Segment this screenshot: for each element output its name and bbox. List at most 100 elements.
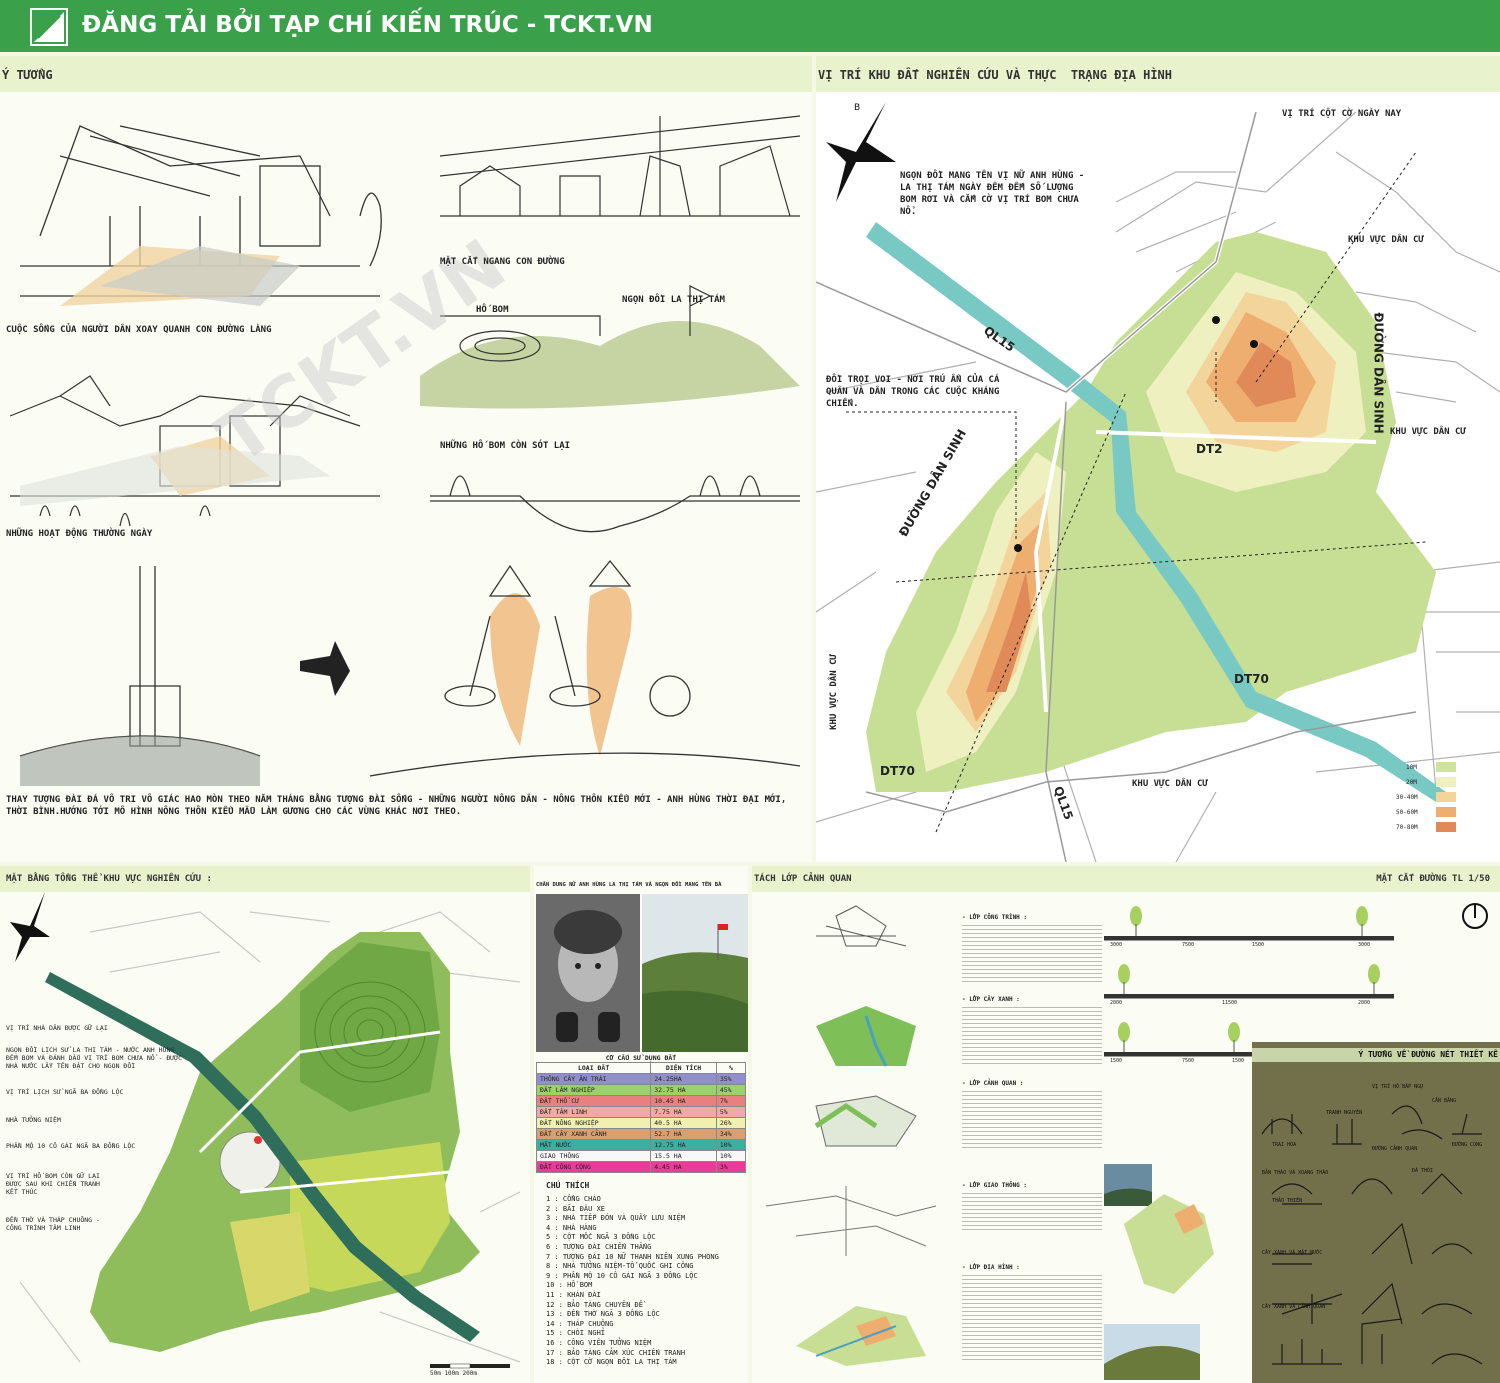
caption-daily-activities: NHỮNG HOẠT ĐỘNG THƯỜNG NGÀY [6, 529, 153, 539]
caption-road-section: MẶT CẮT NGANG CON ĐƯỜNG [440, 257, 565, 267]
caption-village-life: CUỘC SỐNG CỦA NGƯỜI DÂN XOAY QUANH CON Đ… [6, 325, 272, 335]
site-header: VỊ TRÍ KHU ĐẤT NGHIÊN CỨU VÀ THỰC TRẠNG … [816, 56, 1500, 92]
elevation-legend [1436, 762, 1456, 832]
layer-text-buildings [962, 922, 1102, 982]
layer-label-landscape: - LỚP CẢNH QUAN : [962, 1080, 1024, 1087]
list-item: 7 : TƯỢNG ĐÀI 10 NỮ THANH NIÊN XUNG PHON… [546, 1252, 719, 1261]
scale-label: 50m 100m 200m [430, 1370, 477, 1377]
portrait-caption: CHÂN DUNG NỮ ANH HÙNG LA THỊ TÁM VÀ NGỌN… [536, 882, 722, 888]
elev-label-70: 70-80M [1396, 824, 1418, 831]
road-dt70-east: DT70 [1234, 672, 1269, 686]
concept-label-7: ĐƯỜNG CẢNH QUAN [1372, 1146, 1418, 1152]
list-item: 18 : CỘT CỜ NGỌN ĐỒI LA THỊ TÁM [546, 1358, 677, 1367]
section-north-icon [1462, 903, 1488, 929]
legend-title: CHÚ THÍCH [546, 1181, 590, 1190]
layers-header: TÁCH LỚP CẢNH QUAN MẶT CẮT ĐƯỜNG TL 1/50 [752, 866, 1500, 892]
concept-label-3: TRAI HÓA [1272, 1142, 1297, 1148]
concept-label-8: THẢO THIÊN [1272, 1198, 1303, 1204]
concept-label-9: CÂY XANH VÀ MẶT NƯỚC [1262, 1250, 1323, 1256]
area-residential-ne: KHU VỰC DÂN CƯ [1348, 235, 1424, 245]
dim-3c: 1500 [1232, 1058, 1245, 1064]
dim-3b: 7500 [1182, 1058, 1195, 1064]
road-sections [1104, 906, 1394, 1380]
list-item: 3 : NHÀ TIẾP ĐÓN VÀ QUẦY LƯU NIỆM [546, 1214, 686, 1223]
idea-sketches: TCKT.VN [9, 115, 801, 786]
landuse-col-type: LOẠI ĐẤT [535, 1062, 652, 1074]
concept-label-10: CÂY XANH VÀ CẢNH QUAN [1262, 1304, 1326, 1310]
list-item: 8 : NHÀ TƯỞNG NIỆM-TỔ QUỐC GHI CÔNG [546, 1262, 694, 1271]
road-dan-sinh-east: ĐƯỜNG DÂN SINH [1371, 312, 1386, 434]
list-item: 17 : BẢO TÀNG CẢM XÚC CHIẾN TRANH [546, 1348, 686, 1357]
masterplan-north-arrow-icon [10, 892, 50, 962]
list-item: 2 : BÃI ĐẬU XE [546, 1204, 606, 1213]
site-heading: VỊ TRÍ KHU ĐẤT NGHIÊN CỨU VÀ THỰC TRẠNG … [818, 68, 1173, 82]
elev-label-50: 50-60M [1396, 809, 1418, 816]
layer-label-traffic: - LỚP GIAO THÔNG : [962, 1182, 1028, 1189]
caption-la-thi-tam-hill: NGỌN ĐỒI LA THỊ TÁM [622, 295, 725, 305]
idea-statement: THAY TƯỢNG ĐÀI ĐÁ VÔ TRI VÔ GIÁC HAO MÒN… [6, 795, 787, 817]
area-residential-w: KHU VỰC DÂN CƯ [828, 654, 839, 730]
elev-label-20: 20M [1406, 779, 1417, 786]
list-item: 6 : TƯỢNG ĐÀI CHIẾN THẮNG [546, 1242, 652, 1251]
concept-label-6: BẢN THÁO VÀ XOANG THÁO [1262, 1170, 1329, 1176]
concept-box: Ý TƯỞNG VỀ ĐƯỜNG NÉT THIẾT KẾ [1252, 1042, 1500, 1383]
note-preserved-houses: VỊ TRÍ NHÀ DÂN ĐƯỢC GỮ LẠI [6, 1024, 108, 1032]
terrain-map: B [816, 92, 1500, 862]
layer-text-traffic [962, 1190, 1102, 1230]
note-temple-bell: ĐỀN THỜ VÀ THÁP CHUÔNG - CÔNG TRÌNH TÂM … [6, 1216, 100, 1232]
masterplan-heading: MẶT BẰNG TỔNG THỂ KHU VỰC NGHIÊN CỨU : [6, 874, 212, 884]
note-historic-hill: NGỌN ĐỒI LỊCH SỬ LA THỊ TÁM - NƯỚC ANH H… [6, 1046, 183, 1070]
dim-1a: 3000 [1110, 942, 1123, 948]
elev-label-30: 30-40M [1396, 794, 1418, 801]
layer-diagram [765, 905, 937, 1366]
concept-label-bunker: VỊ TRÍ HỐ BẮP NGỰ [1372, 1084, 1424, 1090]
tckt-logo-icon [30, 8, 68, 46]
landuse-panel: CHÂN DUNG NỮ ANH HÙNG LA THỊ TÁM VÀ NGỌN… [534, 866, 748, 1383]
list-item: 1 : CỔNG CHÀO [546, 1195, 601, 1203]
note-memorial-house: NHÀ TƯỞNG NIỆM [6, 1116, 61, 1124]
road-dt2: DT2 [1196, 442, 1223, 456]
layer-label-greenery: - LỚP CÂY XANH : [962, 996, 1020, 1003]
note-bomb-crater: VỊ TRÍ HỐ BOM CÒN GỮ LẠI ĐƯỢC SAU KHI CH… [6, 1172, 100, 1196]
layer-label-terrain: - LỚP ĐỊA HÌNH : [962, 1264, 1020, 1271]
list-item: 13 : ĐỀN THỜ NGÃ 3 ĐỒNG LỘC [546, 1310, 660, 1319]
banner: ĐĂNG TẢI BỞI TẠP CHÍ KIẾN TRÚC - TCKT.VN [0, 0, 1500, 52]
caption-remaining-craters: NHỮNG HỐ BOM CÒN SÓT LẠI [440, 441, 571, 451]
note-ten-girls-tomb: PHẦN MỘ 10 CÔ GÁI NGÃ BA ĐỒNG LỘC [6, 1142, 136, 1150]
area-residential-e: KHU VỰC DÂN CƯ [1390, 427, 1466, 437]
concept-label-1: TRANH NGUYÊN [1326, 1110, 1363, 1116]
note-la-thi-tam-hill: NGỌN ĐỒI MANG TÊN VỊ NỮ ANH HÙNG - LA TH… [900, 171, 1085, 217]
idea-panel: Ý TƯỞNG [0, 56, 812, 862]
layer-text-landscape [962, 1088, 1102, 1148]
portrait-photos [536, 894, 748, 1052]
masterplan-map [10, 892, 521, 1369]
list-item: 5 : CỘT MỐC NGÃ 3 ĐỒNG LỘC [546, 1233, 656, 1242]
landuse-title: CƠ CẤU SỬ DỤNG ĐẤT [605, 1054, 677, 1062]
road-dt70-west: DT70 [880, 764, 915, 778]
masterplan-panel: MẶT BẰNG TỔNG THỂ KHU VỰC NGHIÊN CỨU : [0, 866, 530, 1383]
concept-label-2: CÂN BẰNG [1432, 1098, 1457, 1104]
area-residential-s: KHU VỰC DÂN CƯ [1132, 779, 1208, 789]
list-item: 15 : CHÒI NGHỈ [546, 1329, 606, 1338]
section-heading: MẶT CẮT ĐƯỜNG TL 1/50 [1376, 874, 1490, 884]
layer-label-buildings: - LỚP CÔNG TRÌNH : [962, 914, 1028, 921]
masterplan-header: MẶT BẰNG TỔNG THỂ KHU VỰC NGHIÊN CỨU : [0, 866, 530, 892]
concept-heading: Ý TƯỞNG VỀ ĐƯỜNG NÉT THIẾT KẾ [1252, 1048, 1500, 1062]
concept-label-4: ĐƯỜNG CONG [1452, 1142, 1483, 1148]
dim-1c: 1500 [1252, 942, 1265, 948]
dim-2a: 2000 [1110, 1000, 1123, 1006]
landuse-col-area: DIỆN TÍCH [650, 1062, 717, 1074]
dim-3a: 1500 [1110, 1058, 1123, 1064]
dim-2b: 11500 [1222, 1000, 1238, 1006]
caption-bomb-crater: HỐ BOM [476, 305, 509, 315]
legend-list: 1 : CỔNG CHÀO 2 : BÃI ĐẬU XE 3 : NHÀ TIẾ… [546, 1195, 746, 1368]
list-item: 11 : KHÁN ĐÀI [546, 1290, 601, 1299]
